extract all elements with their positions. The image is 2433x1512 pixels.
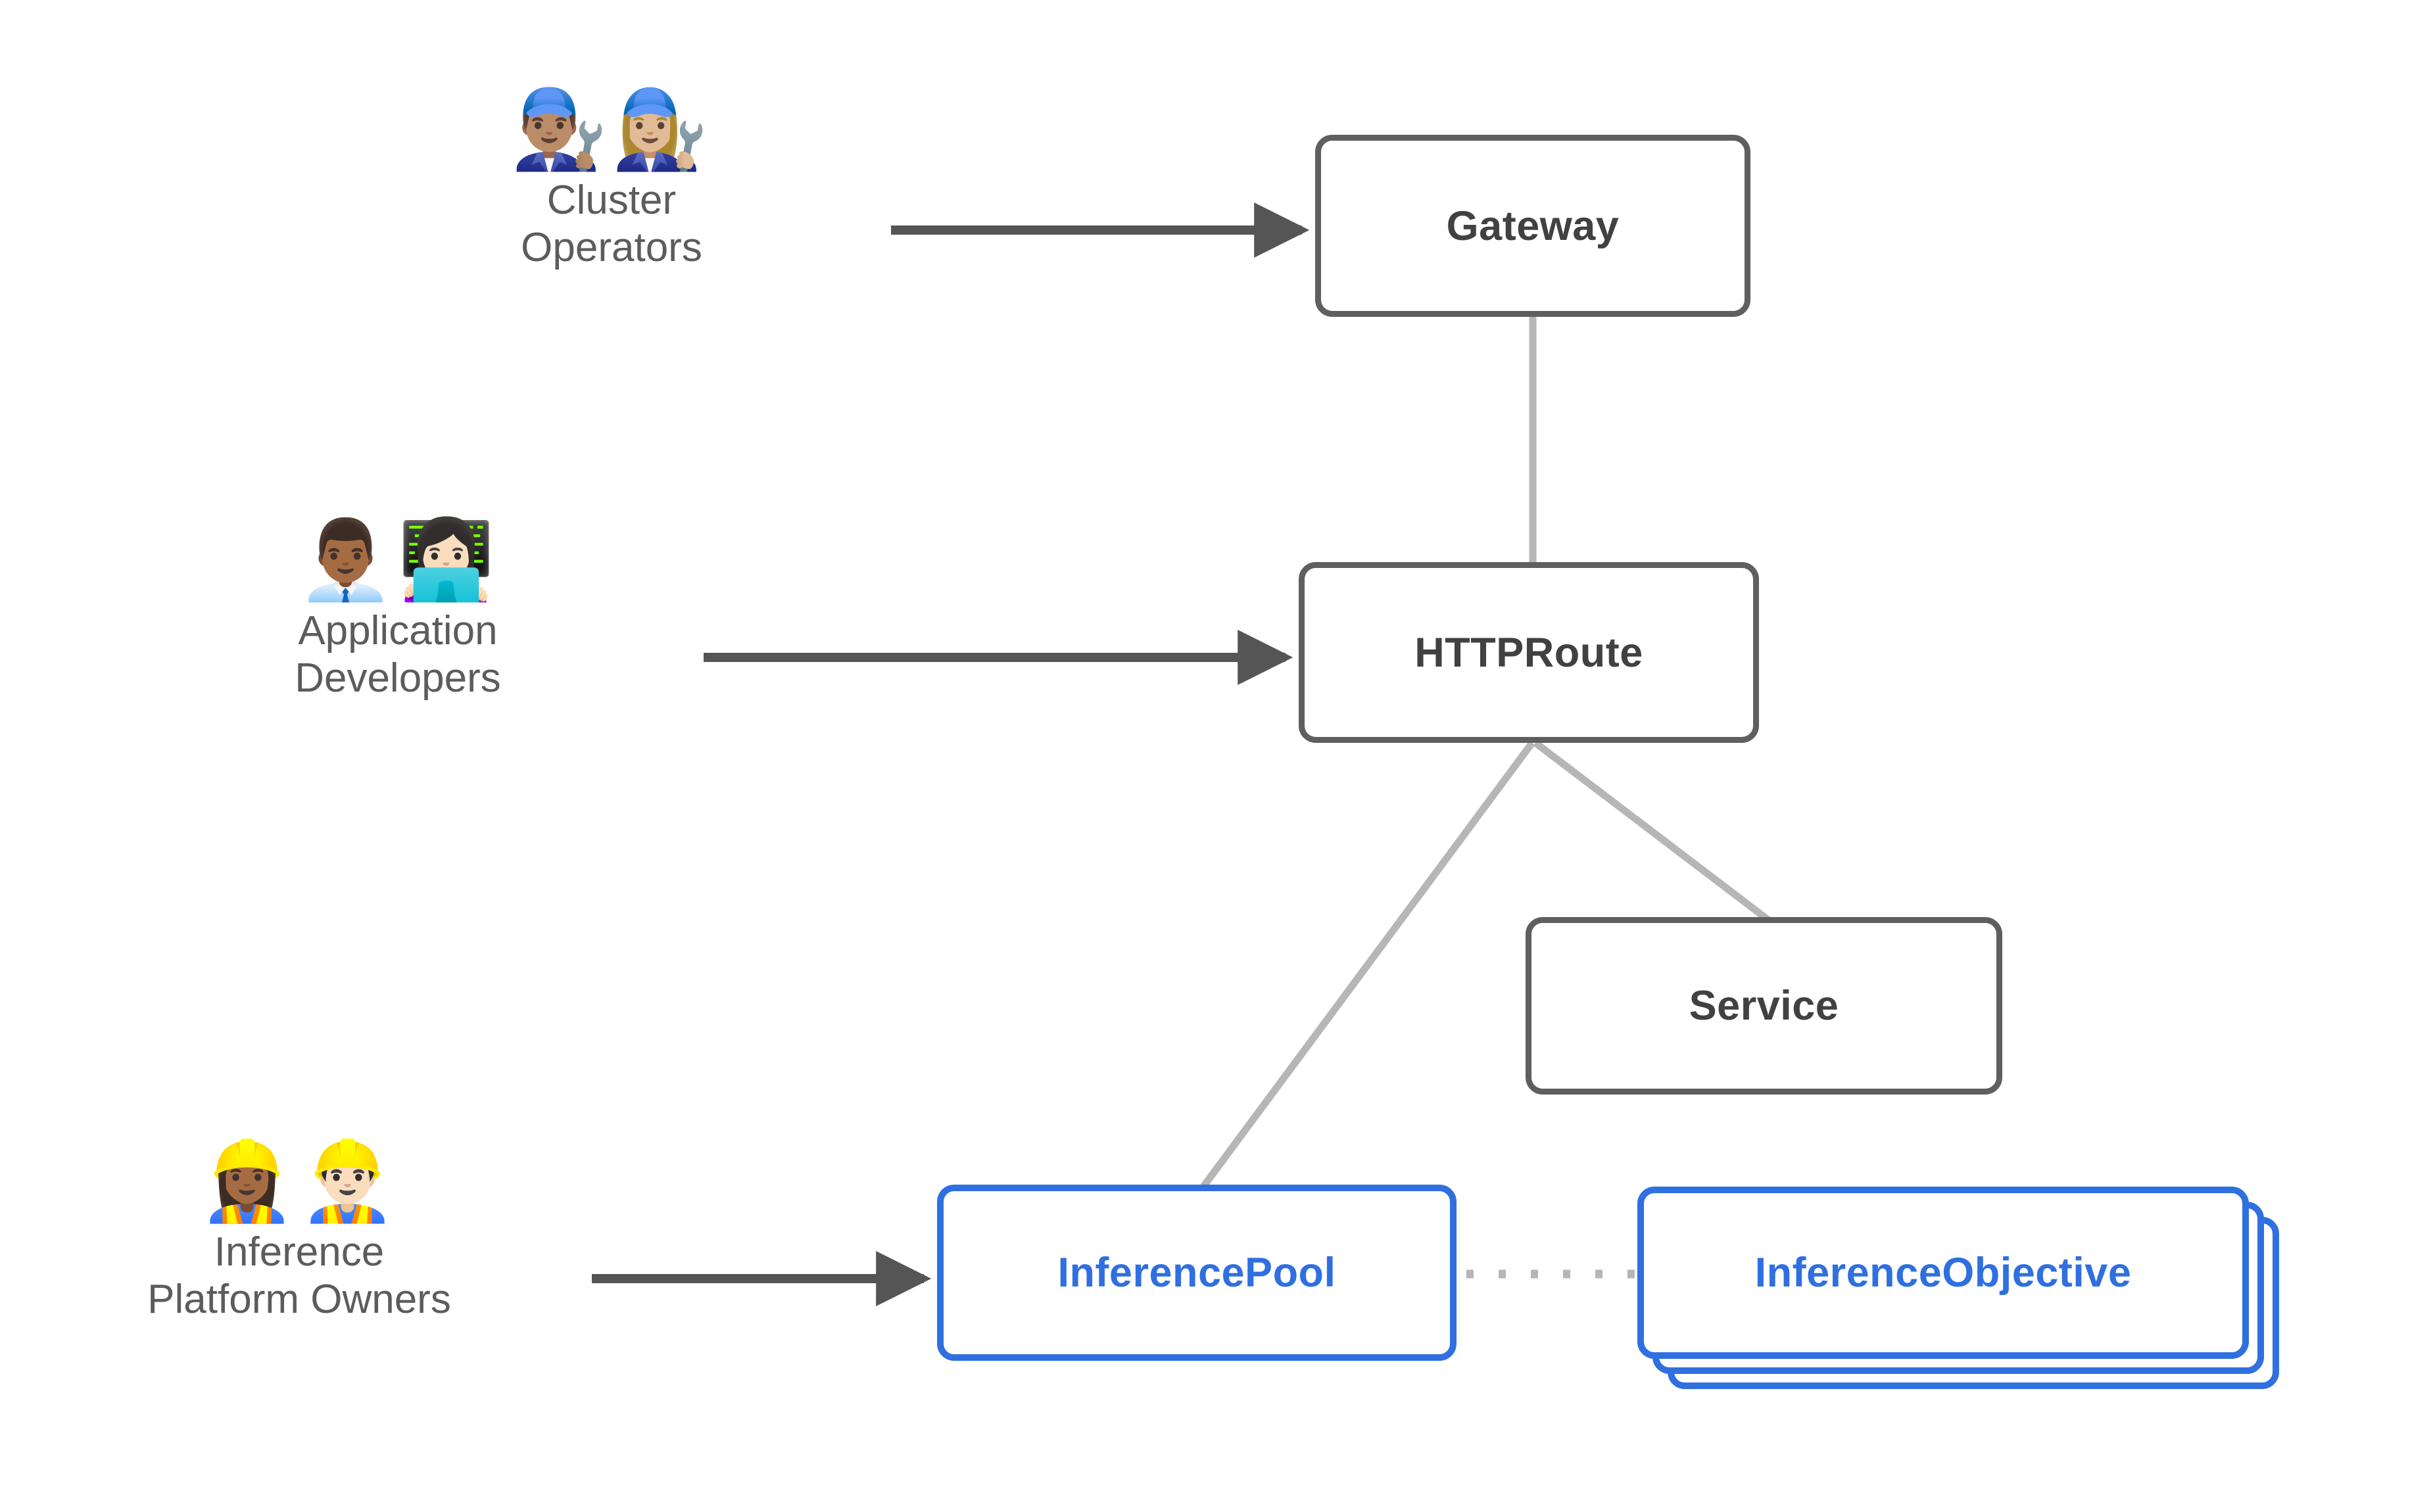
node-inferenceobjective[interactable]: InferenceObjective: [1637, 1187, 2249, 1359]
node-inferenceobjective-label: InferenceObjective: [1754, 1250, 2132, 1296]
edge-httproute-service: [1533, 740, 1771, 924]
application-developers-emoji: 👨🏾‍💼👩🏻‍💻: [297, 514, 498, 605]
actor-cluster-operators: 👨🏽‍🔧👩🏼‍🔧 Cluster Operators: [421, 83, 802, 272]
inference-platform-owners-label: Inference Platform Owners: [147, 1229, 451, 1322]
node-gateway-label: Gateway: [1446, 202, 1620, 249]
application-developers-label: Application Developers: [295, 607, 501, 701]
actor-inference-platform-owners: 👷🏾‍♀️👷🏻‍♂️ Inference Platform Owners: [39, 1135, 559, 1323]
node-inferencepool-label: InferencePool: [1057, 1250, 1336, 1296]
node-gateway[interactable]: Gateway: [1315, 135, 1750, 317]
actor-application-developers: 👨🏾‍💼👩🏻‍💻 Application Developers: [138, 519, 658, 702]
node-service-label: Service: [1689, 983, 1839, 1029]
node-httproute[interactable]: HTTPRoute: [1299, 562, 1759, 743]
node-inferenceobjective-stack[interactable]: InferenceObjective: [1637, 1187, 2282, 1389]
cluster-operators-label: Cluster Operators: [521, 177, 702, 270]
inference-platform-owners-emoji: 👷🏾‍♀️👷🏻‍♂️: [199, 1135, 400, 1226]
edge-httproute-inferencepool: [1200, 740, 1535, 1189]
cluster-operators-emoji: 👨🏽‍🔧👩🏼‍🔧: [511, 83, 712, 174]
node-httproute-label: HTTPRoute: [1414, 629, 1643, 676]
node-service[interactable]: Service: [1526, 917, 2002, 1095]
node-inferencepool[interactable]: InferencePool: [937, 1185, 1457, 1361]
